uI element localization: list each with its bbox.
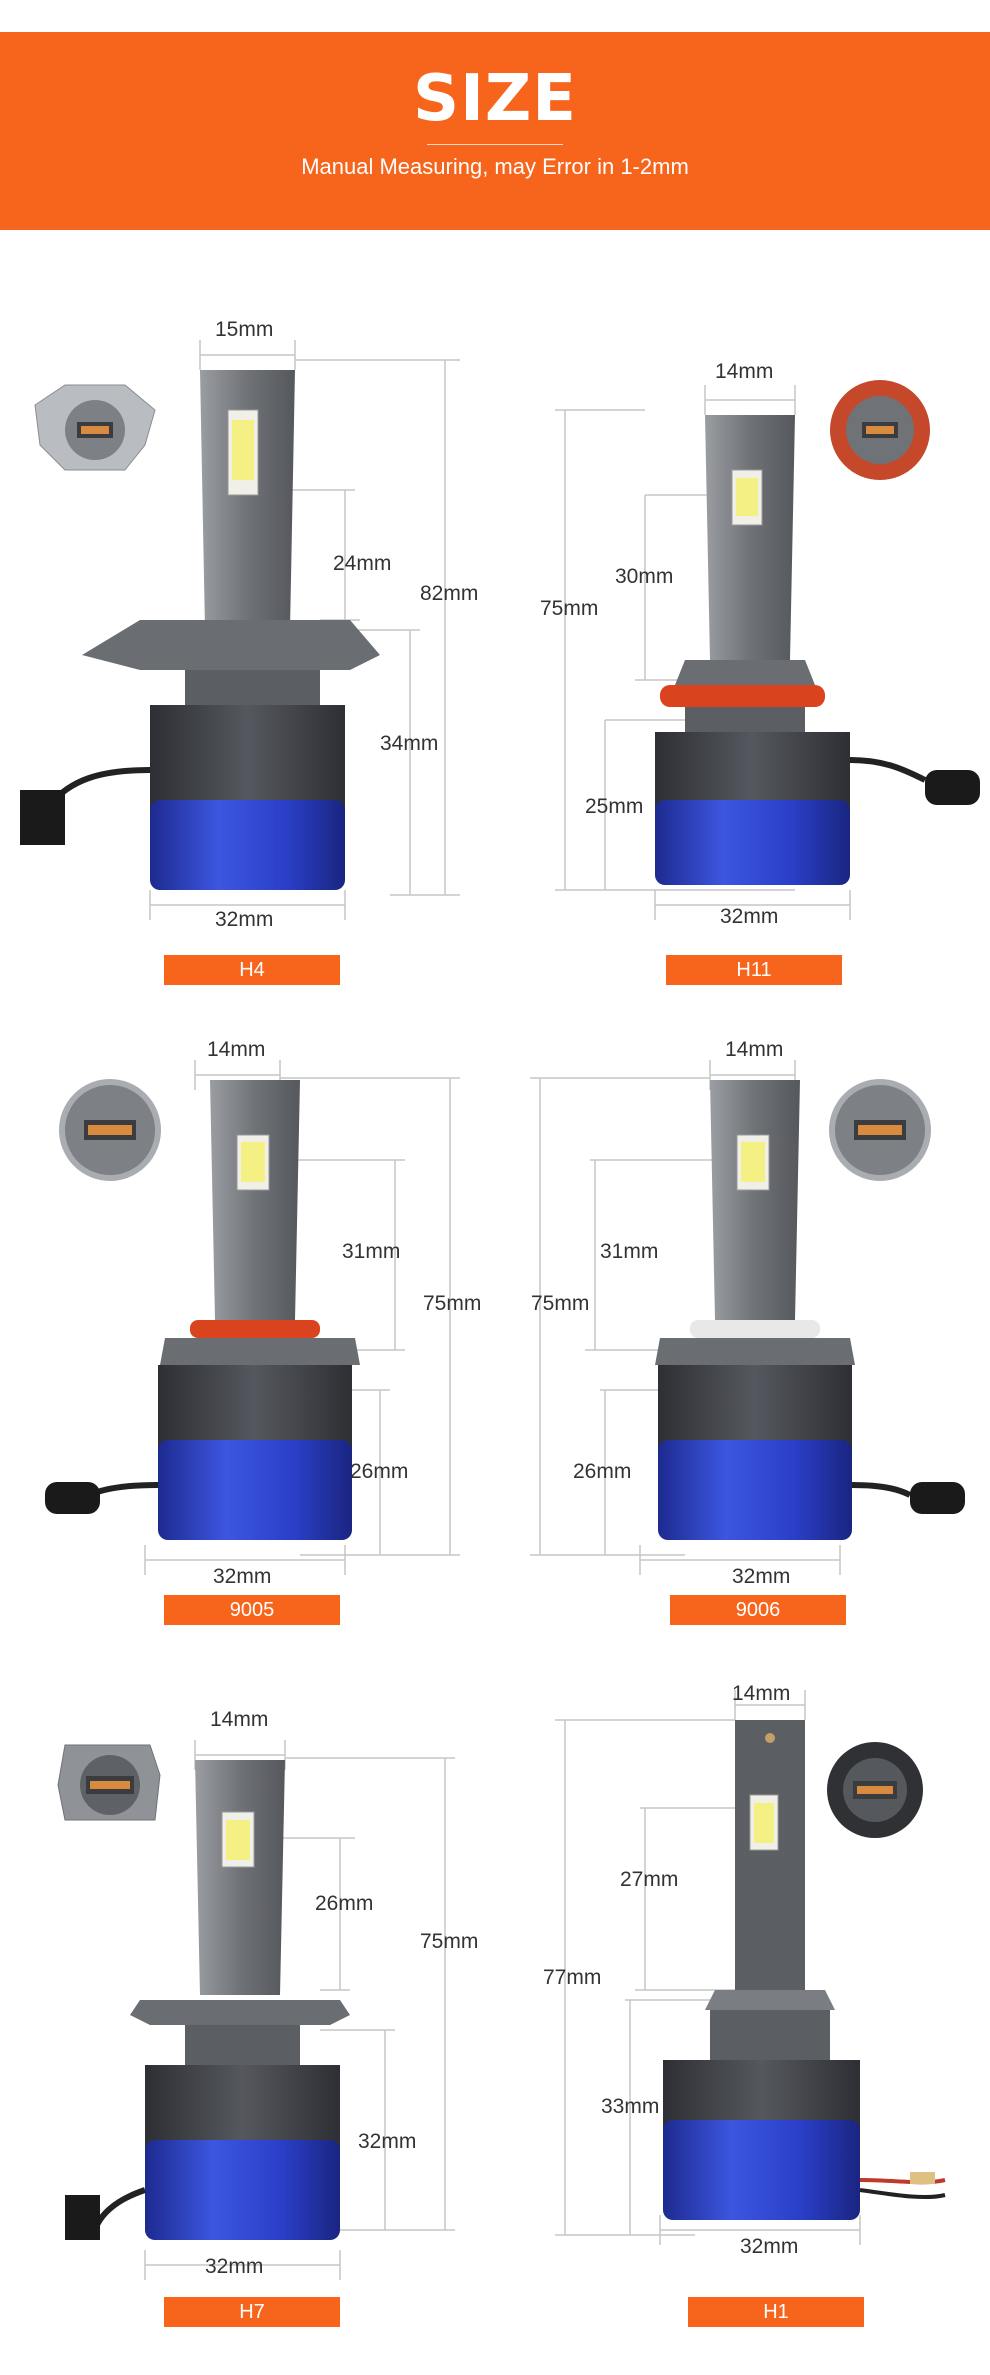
- h7-bulb-body: [65, 1760, 350, 2240]
- h11-bulb-drawing: [555, 380, 980, 920]
- bulb-panel-9005: 14mm 31mm 75mm 26mm 32mm 9005: [0, 1020, 495, 1680]
- h7-socket-thumbnail: [57, 1744, 161, 1821]
- page-subtitle: Manual Measuring, may Error in 1-2mm: [301, 154, 689, 179]
- h4-bulb-drawing: [20, 340, 460, 920]
- h11-socket-thumbnail: [830, 380, 930, 480]
- 9005-base-height: 26mm: [350, 1460, 409, 1483]
- 9006-bulb-body: [655, 1080, 965, 1540]
- 9005-base-width: 32mm: [213, 1565, 272, 1588]
- 9006-chip-height: 31mm: [600, 1240, 659, 1263]
- h4-top-width: 15mm: [215, 318, 274, 341]
- h11-total-length: 75mm: [540, 597, 599, 620]
- h11-base-width: 32mm: [720, 905, 779, 928]
- title-divider: [427, 144, 563, 145]
- h7-top-width: 14mm: [210, 1708, 269, 1731]
- 9006-model-label: 9006: [670, 1595, 846, 1625]
- h11-top-width: 14mm: [715, 360, 774, 383]
- h4-model-label: H4: [164, 955, 340, 985]
- h7-chip-height: 26mm: [315, 1892, 374, 1915]
- h1-base-height: 33mm: [601, 2095, 660, 2118]
- 9006-bulb-drawing: [530, 1060, 965, 1575]
- 9006-total-length: 75mm: [531, 1292, 590, 1315]
- h7-bulb-drawing: [57, 1740, 455, 2280]
- 9005-chip-height: 31mm: [342, 1240, 401, 1263]
- bulb-panel-h7: 14mm 26mm 75mm 32mm 32mm H7: [0, 1690, 495, 2350]
- h11-chip-height: 30mm: [615, 565, 674, 588]
- h1-top-width: 14mm: [732, 1682, 791, 1705]
- h1-bulb-drawing: [555, 1690, 946, 2245]
- h7-base-height: 32mm: [358, 2130, 417, 2153]
- h7-total-length: 75mm: [420, 1930, 479, 1953]
- bulb-panel-h1: 14mm 27mm 77mm 33mm 32mm H1: [495, 1660, 990, 2327]
- 9005-total-length: 75mm: [423, 1292, 482, 1315]
- 9006-top-width: 14mm: [725, 1038, 784, 1061]
- h11-model-label: H11: [666, 955, 842, 985]
- h1-total-length: 77mm: [543, 1966, 602, 1989]
- h11-base-height: 25mm: [585, 795, 644, 818]
- h4-base-width: 32mm: [215, 908, 274, 931]
- 9005-top-width: 14mm: [207, 1038, 266, 1061]
- h1-model-label: H1: [688, 2297, 864, 2327]
- bulb-panel-h11: 14mm 30mm 75mm 25mm 32mm H11: [495, 300, 990, 985]
- h4-chip-height: 24mm: [333, 552, 392, 575]
- 9005-bulb-body: [45, 1080, 360, 1540]
- 9006-base-height: 26mm: [573, 1460, 632, 1483]
- h1-socket-thumbnail: [827, 1742, 923, 1838]
- h1-base-width: 32mm: [740, 2235, 799, 2258]
- h1-bulb-body: [663, 1720, 946, 2220]
- bulb-panel-h4: 15mm 24mm 82mm 34mm 32mm H4: [0, 300, 495, 985]
- h7-base-width: 32mm: [205, 2255, 264, 2278]
- h4-total-length: 82mm: [420, 582, 479, 605]
- page-title: SIZE: [412, 62, 578, 136]
- 9005-model-label: 9005: [164, 1595, 340, 1625]
- h11-bulb-body: [655, 415, 980, 885]
- h4-base-height: 34mm: [380, 732, 439, 755]
- bulb-panel-9006: 14mm 31mm 75mm 26mm 32mm 9006: [495, 1020, 990, 1680]
- 9005-socket-thumbnail: [59, 1079, 161, 1181]
- h4-bulb-body: [20, 370, 380, 890]
- 9006-socket-thumbnail: [829, 1079, 931, 1181]
- h4-socket-thumbnail: [34, 384, 156, 471]
- size-banner: SIZE Manual Measuring, may Error in 1-2m…: [0, 32, 990, 230]
- h1-chip-height: 27mm: [620, 1868, 679, 1891]
- 9005-bulb-drawing: [45, 1060, 460, 1575]
- 9006-base-width: 32mm: [732, 1565, 791, 1588]
- h7-model-label: H7: [164, 2297, 340, 2327]
